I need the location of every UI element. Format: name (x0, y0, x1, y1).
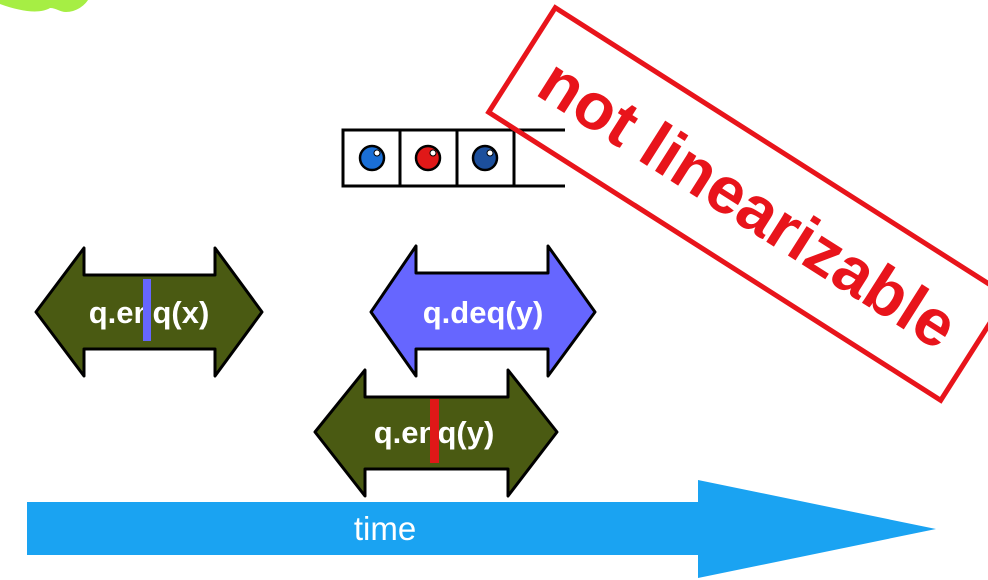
method-call-enq-x: q.enq(x) (34, 246, 264, 378)
blue-ball-icon (358, 144, 386, 172)
red-ball-icon (414, 144, 442, 172)
decorative-blob (0, 0, 88, 12)
double-arrow-icon (369, 244, 597, 378)
queue (341, 128, 565, 188)
timeline: time (27, 480, 936, 578)
method-call-enq-y: q.enq(y) (313, 368, 559, 498)
token-highlight (486, 149, 494, 157)
queue-token-2 (414, 144, 442, 172)
stamp-border (485, 4, 988, 404)
token-highlight (373, 149, 381, 157)
blue-ball-icon (471, 144, 499, 172)
method-call-deq-y: q.deq(y) (369, 244, 597, 378)
time-arrow-icon (27, 480, 936, 578)
queue-token-3 (471, 144, 499, 172)
queue-token-1 (358, 144, 386, 172)
time-label: time (354, 510, 416, 547)
token-highlight (429, 149, 437, 157)
call-label: q.deq(y) (423, 295, 544, 330)
queue-outline (341, 128, 565, 188)
linearization-point-marker (430, 399, 439, 463)
linearization-point-marker (143, 279, 151, 341)
